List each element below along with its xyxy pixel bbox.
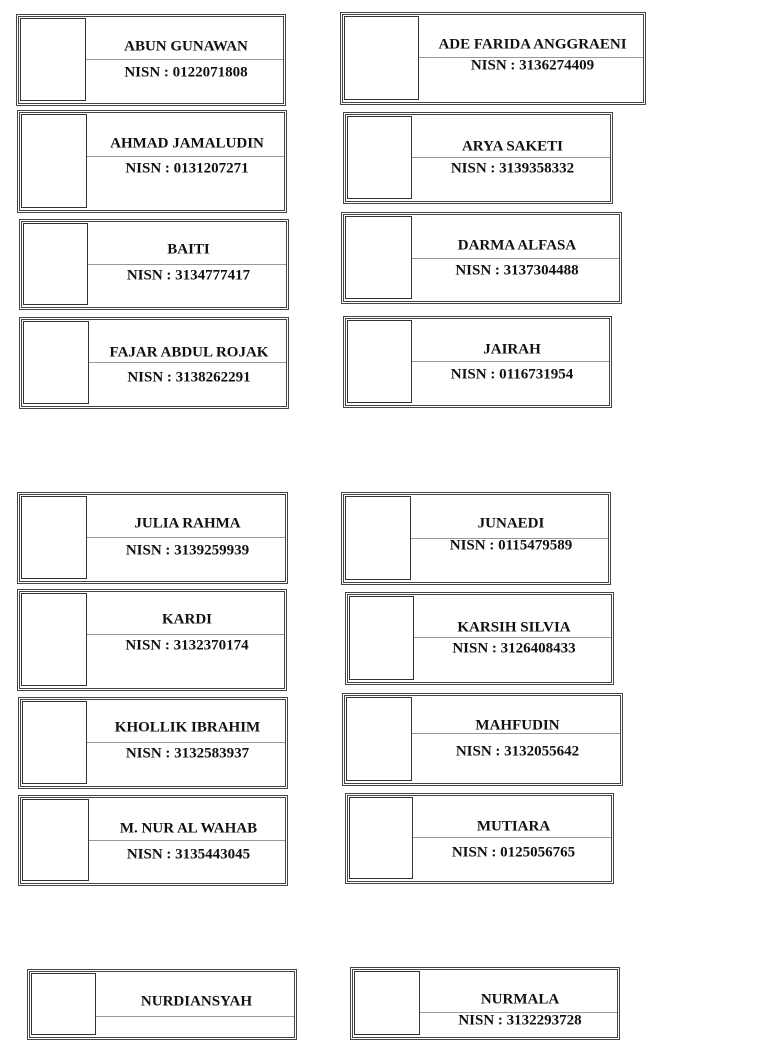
- student-name: BAITI: [167, 241, 210, 258]
- student-nisn: NISN : 3137304488: [455, 262, 579, 279]
- divider-line: [87, 537, 285, 538]
- photo-placeholder: [347, 116, 412, 199]
- photo-placeholder: [349, 797, 413, 879]
- divider-line: [88, 264, 286, 265]
- photo-placeholder: [22, 799, 89, 881]
- divider-line: [413, 837, 611, 838]
- student-name: AHMAD JAMALUDIN: [110, 135, 264, 152]
- student-name: KHOLLIK IBRAHIM: [114, 719, 261, 736]
- photo-placeholder: [23, 321, 89, 404]
- divider-line: [96, 1016, 294, 1017]
- student-card: KARSIH SILVIA NISN : 3126408433: [345, 592, 614, 685]
- student-card: DARMA ALFASA NISN : 3137304488: [341, 212, 622, 304]
- student-nisn: NISN : 3132293728: [458, 1012, 582, 1029]
- student-card: ARYA SAKETI NISN : 3139358332: [343, 112, 613, 204]
- student-nisn: NISN : 3134777417: [126, 267, 251, 284]
- photo-placeholder: [21, 593, 87, 686]
- student-nisn: NISN : 3138262291: [127, 369, 251, 386]
- student-name: KARDI: [161, 611, 213, 628]
- photo-placeholder: [346, 697, 412, 781]
- photo-placeholder: [345, 496, 411, 580]
- student-card: ADE FARIDA ANGGRAENI NISN : 3136274409: [340, 12, 646, 105]
- student-card: ABUN GUNAWAN NISN : 0122071808: [16, 14, 286, 106]
- photo-placeholder: [349, 596, 414, 680]
- student-nisn: NISN : 0122071808: [124, 64, 248, 81]
- student-card: MUTIARA NISN : 0125056765: [345, 793, 614, 884]
- divider-line: [412, 157, 610, 158]
- divider-line: [411, 538, 608, 539]
- photo-placeholder: [21, 496, 87, 579]
- photo-placeholder: [20, 18, 86, 101]
- student-card: NURDIANSYAH: [27, 969, 297, 1040]
- student-nisn: NISN : 3139259939: [125, 542, 250, 559]
- student-name: M. NUR AL WAHAB: [119, 820, 258, 837]
- divider-line: [87, 742, 285, 743]
- student-nisn: NISN : 0125056765: [451, 844, 576, 861]
- student-nisn: NISN : 3132583937: [125, 745, 250, 762]
- photo-placeholder: [345, 216, 412, 299]
- divider-line: [86, 59, 283, 60]
- student-name: MAHFUDIN: [475, 717, 560, 734]
- student-name: KARSIH SILVIA: [457, 619, 571, 636]
- student-nisn: NISN : 0116731954: [450, 366, 574, 383]
- divider-line: [420, 1012, 617, 1013]
- student-name: ADE FARIDA ANGGRAENI: [438, 36, 627, 53]
- divider-line: [414, 637, 611, 638]
- student-name: MUTIARA: [476, 818, 551, 835]
- photo-placeholder: [31, 973, 96, 1035]
- student-card: MAHFUDIN NISN : 3132055642: [342, 693, 623, 786]
- photo-placeholder: [347, 320, 412, 403]
- student-card: JUNAEDI NISN : 0115479589: [341, 492, 611, 585]
- student-card: KARDI NISN : 3132370174: [17, 589, 287, 691]
- student-name: NURDIANSYAH: [140, 993, 253, 1010]
- student-nisn: NISN : 3139358332: [450, 160, 575, 177]
- student-name: NURMALA: [480, 991, 560, 1008]
- divider-line: [87, 156, 284, 157]
- student-name: JUNAEDI: [477, 515, 545, 532]
- student-card: AHMAD JAMALUDIN NISN : 0131207271: [17, 110, 287, 213]
- student-name: FAJAR ABDUL ROJAK: [109, 344, 269, 361]
- photo-placeholder: [23, 223, 88, 305]
- divider-line: [419, 57, 643, 58]
- student-card: BAITI NISN : 3134777417: [19, 219, 289, 310]
- student-card: FAJAR ABDUL ROJAK NISN : 3138262291: [19, 317, 289, 409]
- photo-placeholder: [344, 16, 419, 100]
- photo-placeholder: [354, 971, 420, 1035]
- divider-line: [89, 362, 286, 363]
- student-card: NURMALA NISN : 3132293728: [350, 967, 620, 1040]
- student-nisn: NISN : 3135443045: [126, 846, 251, 863]
- student-card: KHOLLIK IBRAHIM NISN : 3132583937: [18, 697, 288, 789]
- divider-line: [412, 361, 609, 362]
- student-nisn: NISN : 0115479589: [449, 537, 573, 554]
- divider-line: [412, 258, 619, 259]
- student-card: JAIRAH NISN : 0116731954: [343, 316, 612, 408]
- photo-placeholder: [22, 701, 87, 784]
- student-name: JAIRAH: [483, 341, 541, 358]
- student-nisn: NISN : 3132055642: [455, 743, 580, 760]
- divider-line: [87, 634, 284, 635]
- student-nisn: NISN : 3126408433: [452, 640, 576, 657]
- student-name: ARYA SAKETI: [461, 138, 564, 155]
- student-card: JULIA RAHMA NISN : 3139259939: [17, 492, 288, 584]
- divider-line: [89, 840, 285, 841]
- divider-line: [412, 733, 620, 734]
- student-nisn: NISN : 3136274409: [470, 57, 595, 74]
- student-nisn: NISN : 3132370174: [125, 637, 249, 654]
- student-name: JULIA RAHMA: [134, 515, 241, 532]
- student-nisn: NISN : 0131207271: [125, 160, 249, 177]
- student-card: M. NUR AL WAHAB NISN : 3135443045: [18, 795, 288, 886]
- student-name: DARMA ALFASA: [457, 237, 577, 254]
- student-name: ABUN GUNAWAN: [124, 38, 248, 55]
- photo-placeholder: [21, 114, 87, 208]
